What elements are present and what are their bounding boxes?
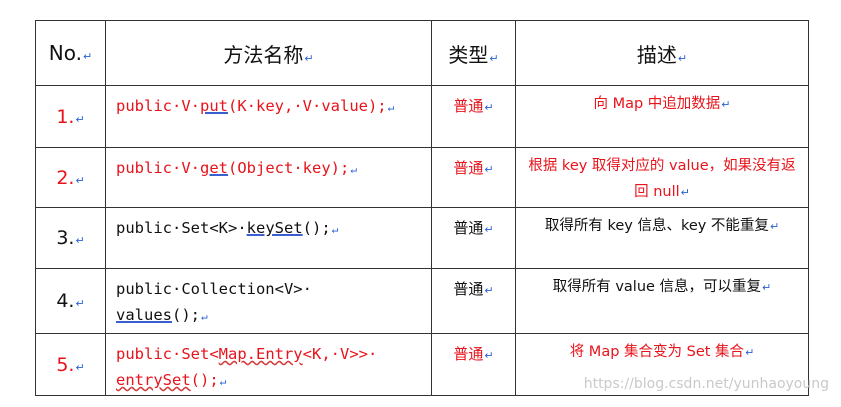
paragraph-mark-icon: ↵ — [75, 234, 85, 247]
method-description: 向 Map 中追加数据↵ — [515, 85, 809, 148]
method-signature: public·Set<K>·keySet();↵ — [105, 207, 432, 269]
watermark: https://blog.csdn.net/yunhaoyoung — [583, 376, 829, 392]
row-number: 3.↵ — [35, 207, 106, 269]
method-type: 普通↵ — [431, 268, 516, 334]
header-description: 描述↵ — [515, 20, 809, 86]
paragraph-mark-icon: ↵ — [82, 50, 93, 63]
method-description: 将 Map 集合变为 Set 集合↵ — [515, 333, 809, 396]
header-type: 类型↵ — [431, 20, 516, 86]
paragraph-mark-icon: ↵ — [762, 281, 772, 294]
row-number: 4.↵ — [35, 268, 106, 334]
paragraph-mark-icon: ↵ — [721, 98, 731, 111]
header-no: No.↵ — [35, 20, 106, 86]
method-description: 根据 key 取得对应的 value，如果没有返回 null↵ — [515, 147, 809, 208]
paragraph-mark-icon: ↵ — [350, 163, 357, 176]
paragraph-mark-icon: ↵ — [680, 186, 690, 199]
paragraph-mark-icon: ↵ — [484, 223, 494, 236]
method-type: 普通↵ — [431, 207, 516, 269]
paragraph-mark-icon: ↵ — [484, 349, 494, 362]
method-signature: public·Collection<V>·values();↵ — [105, 268, 432, 334]
paragraph-mark-icon: ↵ — [75, 173, 85, 187]
paragraph-mark-icon: ↵ — [75, 360, 85, 374]
paragraph-mark-icon: ↵ — [304, 51, 314, 65]
row-number: 1.↵ — [35, 85, 106, 148]
table-row: 1.↵ public·V·put(K·key,·V·value);↵ 普通↵ 向… — [35, 85, 809, 148]
paragraph-mark-icon: ↵ — [331, 223, 339, 236]
paragraph-mark-icon: ↵ — [769, 220, 780, 233]
header-method-name: 方法名称↵ — [105, 20, 432, 86]
paragraph-mark-icon: ↵ — [484, 284, 494, 297]
table-row: 4.↵ public·Collection<V>·values();↵ 普通↵ … — [35, 268, 809, 334]
map-method-table: No.↵ 方法名称↵ 类型↵ 描述↵ 1.↵ public·V·put(K·ke… — [35, 20, 809, 396]
paragraph-mark-icon: ↵ — [677, 51, 688, 65]
paragraph-mark-icon: ↵ — [201, 310, 208, 323]
table-row: 5.↵ public·Set<Map.Entry<K,·V>>·entrySet… — [35, 333, 809, 396]
paragraph-mark-icon: ↵ — [484, 101, 494, 114]
method-description: 取得所有 key 信息、key 不能重复↵ — [515, 207, 809, 269]
paragraph-mark-icon: ↵ — [75, 112, 85, 126]
paragraph-mark-icon: ↵ — [219, 375, 227, 388]
paragraph-mark-icon: ↵ — [75, 297, 85, 310]
method-type: 普通↵ — [431, 333, 516, 396]
table-row: 3.↵ public·Set<K>·keySet();↵ 普通↵ 取得所有 ke… — [35, 207, 809, 269]
method-type: 普通↵ — [431, 85, 516, 148]
paragraph-mark-icon: ↵ — [489, 51, 499, 65]
header-row: No.↵ 方法名称↵ 类型↵ 描述↵ — [35, 20, 809, 86]
method-signature: public·V·put(K·key,·V·value);↵ — [105, 85, 432, 148]
method-signature: public·V·get(Object·key);↵ — [105, 147, 432, 208]
paragraph-mark-icon: ↵ — [484, 163, 494, 176]
row-number: 5.↵ — [35, 333, 106, 396]
method-signature: public·Set<Map.Entry<K,·V>>·entrySet();↵ — [105, 333, 432, 396]
paragraph-mark-icon: ↵ — [387, 101, 395, 114]
paragraph-mark-icon: ↵ — [745, 346, 755, 359]
method-type: 普通↵ — [431, 147, 516, 208]
method-description: 取得所有 value 信息，可以重复↵ — [515, 268, 809, 334]
row-number: 2.↵ — [35, 147, 106, 208]
table-row: 2.↵ public·V·get(Object·key);↵ 普通↵ 根据 ke… — [35, 147, 809, 208]
